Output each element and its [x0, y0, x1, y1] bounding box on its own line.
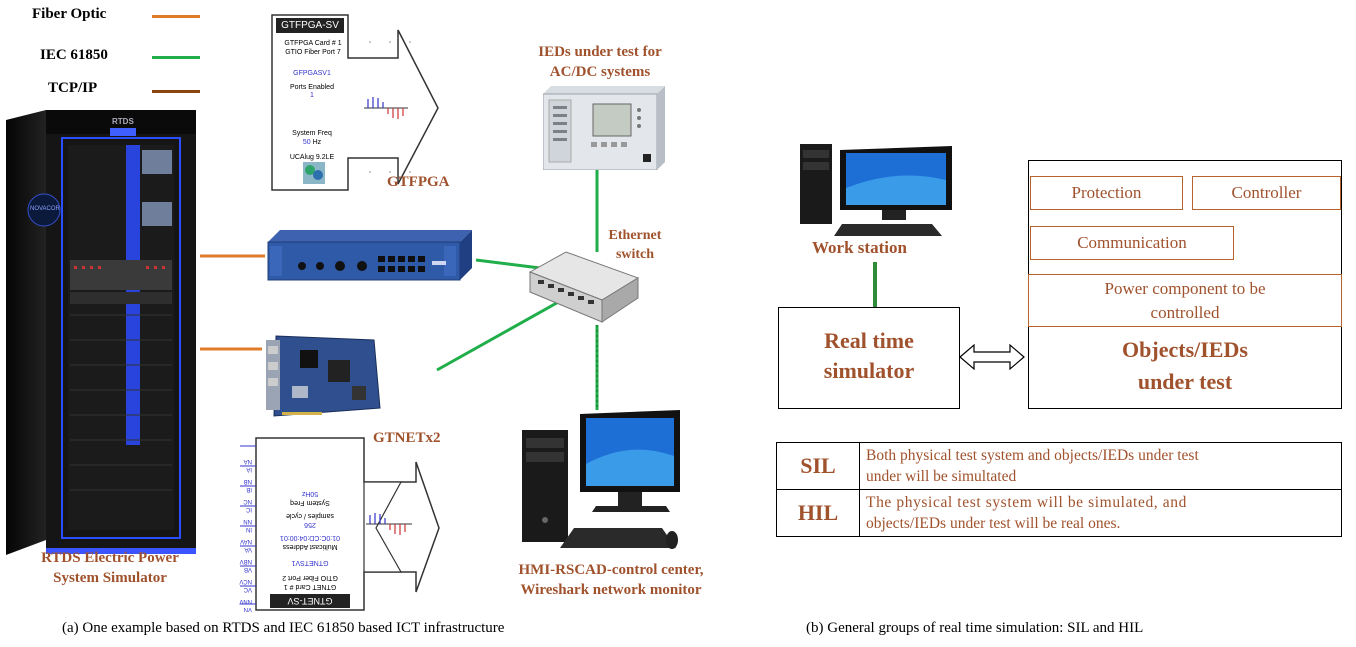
rtds-rack-brand: RTDS — [112, 117, 134, 126]
gtfpga-sv-version: UCAlug 9.2LE — [289, 154, 335, 161]
rtds-rack-illustration — [6, 110, 196, 555]
gtnet-sv-block: GTNET-SV GTNET Card # 1 GTIO Fiber Port … — [226, 432, 442, 612]
gtfpga-sv-sysfreq: 50 Hz — [274, 139, 350, 146]
gtfpga-sv-outline — [271, 14, 439, 191]
hmi-label: HMI-RSCAD-control center, Wireshark netw… — [518, 562, 704, 598]
gtnet-sv-sysfreq-label: System Freq — [290, 499, 330, 506]
real-time-simulator-box: Real time simulator — [778, 307, 960, 409]
gtnet-sv-sysfreq-value: 50Hz — [301, 490, 319, 497]
legend-iec61850-label: IEC 61850 — [40, 47, 108, 63]
caption-b: (b) General groups of real time simulati… — [806, 620, 1144, 636]
legend-tcpip-line — [152, 90, 200, 93]
hmi-computer — [520, 410, 686, 560]
workstation-label: Work station — [812, 238, 907, 257]
table-row: HIL The physical test system will be sim… — [776, 489, 1342, 537]
gtfpga-sv-block: GTFPGA-SV GTFPGA Card # 1 GTIO Fiber Por… — [270, 12, 440, 194]
gtfpga-sv-port: GTIO Fiber Port 7 — [285, 49, 341, 56]
gtnet-sv-name: GTNETSV1 — [291, 559, 329, 566]
waveform-icon — [364, 97, 408, 119]
objects-under-test-box: Protection Controller Communication Powe… — [1028, 160, 1342, 409]
legend-tcpip-label: TCP/IP — [48, 80, 98, 96]
gtnet-sv-rotated-text: GTNET-SV GTNET Card # 1 GTIO Fiber Port … — [256, 438, 364, 610]
ethernet-switch — [528, 250, 640, 324]
bidirectional-arrow-icon — [959, 343, 1025, 371]
gtfpga-sv-sysfreq-unit: Hz — [312, 139, 322, 146]
power-component-line-2: controlled — [1150, 302, 1220, 322]
rtds-rack: RTDS NOVACOR — [6, 100, 200, 560]
gtnet-sv-port: GTIO Fiber Port 2 — [282, 574, 338, 581]
ied-device — [542, 86, 665, 171]
protection-box: Protection — [1030, 176, 1183, 210]
gtnet-sv-samples-label: samples / cycle — [286, 512, 334, 519]
legend-iec61850-line — [152, 56, 200, 59]
sil-key: SIL — [776, 442, 860, 490]
iec-line-gtnet-switch — [436, 298, 563, 372]
gtfpga-sv-name: GFPGASV1 — [293, 70, 331, 77]
hil-key: HIL — [776, 489, 860, 537]
gtfpga-unit — [262, 226, 476, 284]
gtnet-waveform-icon — [366, 513, 412, 535]
iec-line-gtfpga-switch — [475, 258, 541, 270]
communication-box: Communication — [1030, 226, 1234, 260]
gtnet-sv-outline — [240, 437, 440, 611]
workstation-link-line — [873, 262, 877, 308]
controller-box: Controller — [1192, 176, 1341, 210]
gtfpga-sv-title: GTFPGA-SV — [276, 18, 344, 33]
legend-fiber-line — [152, 15, 200, 18]
legend-fiber-label: Fiber Optic — [32, 6, 107, 22]
gtnet-sv-title: GTNET-SV — [270, 594, 350, 608]
sil-hil-table: SIL Both physical test system and object… — [776, 442, 1342, 537]
gtnet-sv-samples: 256 — [304, 521, 316, 528]
gtfpga-sv-sysfreq-label: System Freq — [292, 130, 332, 137]
real-time-simulator-label: Real time simulator — [823, 328, 915, 383]
switch-label: Ethernet switch — [608, 228, 662, 262]
ied-label: IEDs under test for AC/DC systems — [538, 44, 662, 80]
gtfpga-label: GTFPGA — [387, 174, 450, 190]
gtfpga-sv-card: GTFPGA Card # 1 — [284, 40, 342, 47]
gtnet-sv-card: GTNET Card # 1 — [283, 583, 337, 590]
gtfpga-sv-sysfreq-value: 50 — [302, 139, 311, 146]
gtnet-label: GTNETx2 — [373, 430, 441, 446]
power-component-line-1: Power component to be — [1104, 278, 1266, 298]
gtnet-sv-mcast-label: Multicast Address — [282, 543, 338, 550]
gtfpga-sv-ports-label: Ports Enabled — [290, 84, 334, 91]
rtds-label: RTDS Electric Power System Simulator — [41, 550, 179, 586]
rtds-rack-side-brand: NOVACOR — [30, 206, 60, 212]
objects-under-test-label: Objects/IEDs under test — [1122, 337, 1248, 394]
gtnet-card — [262, 330, 382, 422]
sv-logo-icon — [303, 162, 325, 184]
sil-desc: Both physical test system and objects/IE… — [859, 442, 1342, 490]
gtnet-sv-pins: VN NNV VC NCV VB NBV VA NAV IN NN IC NC … — [239, 458, 252, 612]
workstation-computer — [796, 140, 956, 240]
connection-lines — [200, 170, 599, 410]
caption-a: (a) One example based on RTDS and IEC 61… — [62, 620, 505, 636]
table-row: SIL Both physical test system and object… — [776, 442, 1342, 490]
gtfpga-sv-ports-value: 1 — [310, 92, 314, 99]
hil-desc: The physical test system will be simulat… — [859, 489, 1342, 537]
power-component-box: Power component to be controlled — [1028, 274, 1342, 327]
gtnet-sv-mcast-value: 01:0C:CD:04:00:01 — [280, 534, 340, 541]
